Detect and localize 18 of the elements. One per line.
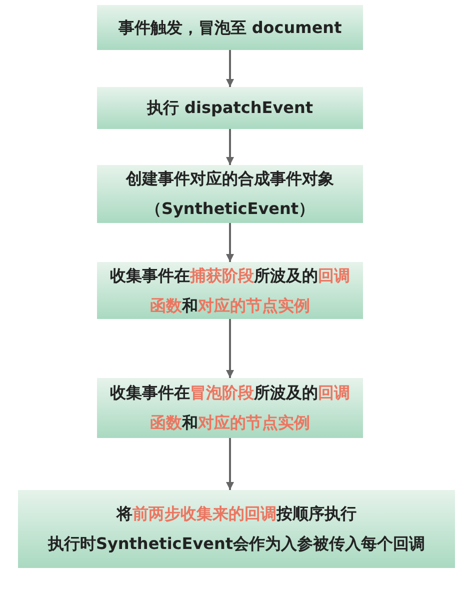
step-text: 创建事件对应的合成事件对象（SyntheticEvent） [124,168,335,220]
arrow [226,129,234,165]
step-text: 收集事件在冒泡阶段所波及的回调函数和对应的节点实例 [109,382,351,434]
arrow [226,319,234,378]
process-box [18,490,455,568]
process-box [97,165,363,223]
process-box [97,262,363,319]
step-text: 收集事件在捕获阶段所波及的回调函数和对应的节点实例 [109,264,351,316]
arrow [226,438,234,490]
arrow [226,50,234,87]
step-text: 事件触发，冒泡至 document [118,16,342,38]
process-box [97,5,363,50]
step-text: 将前两步收集来的回调按顺序执行 [116,503,356,525]
arrow [226,223,234,262]
process-box [97,378,363,438]
step-text: 执行 dispatchEvent [146,97,314,119]
step-text: 执行时SyntheticEvent会作为入参被传入每个回调 [48,533,426,555]
process-box [97,87,363,129]
